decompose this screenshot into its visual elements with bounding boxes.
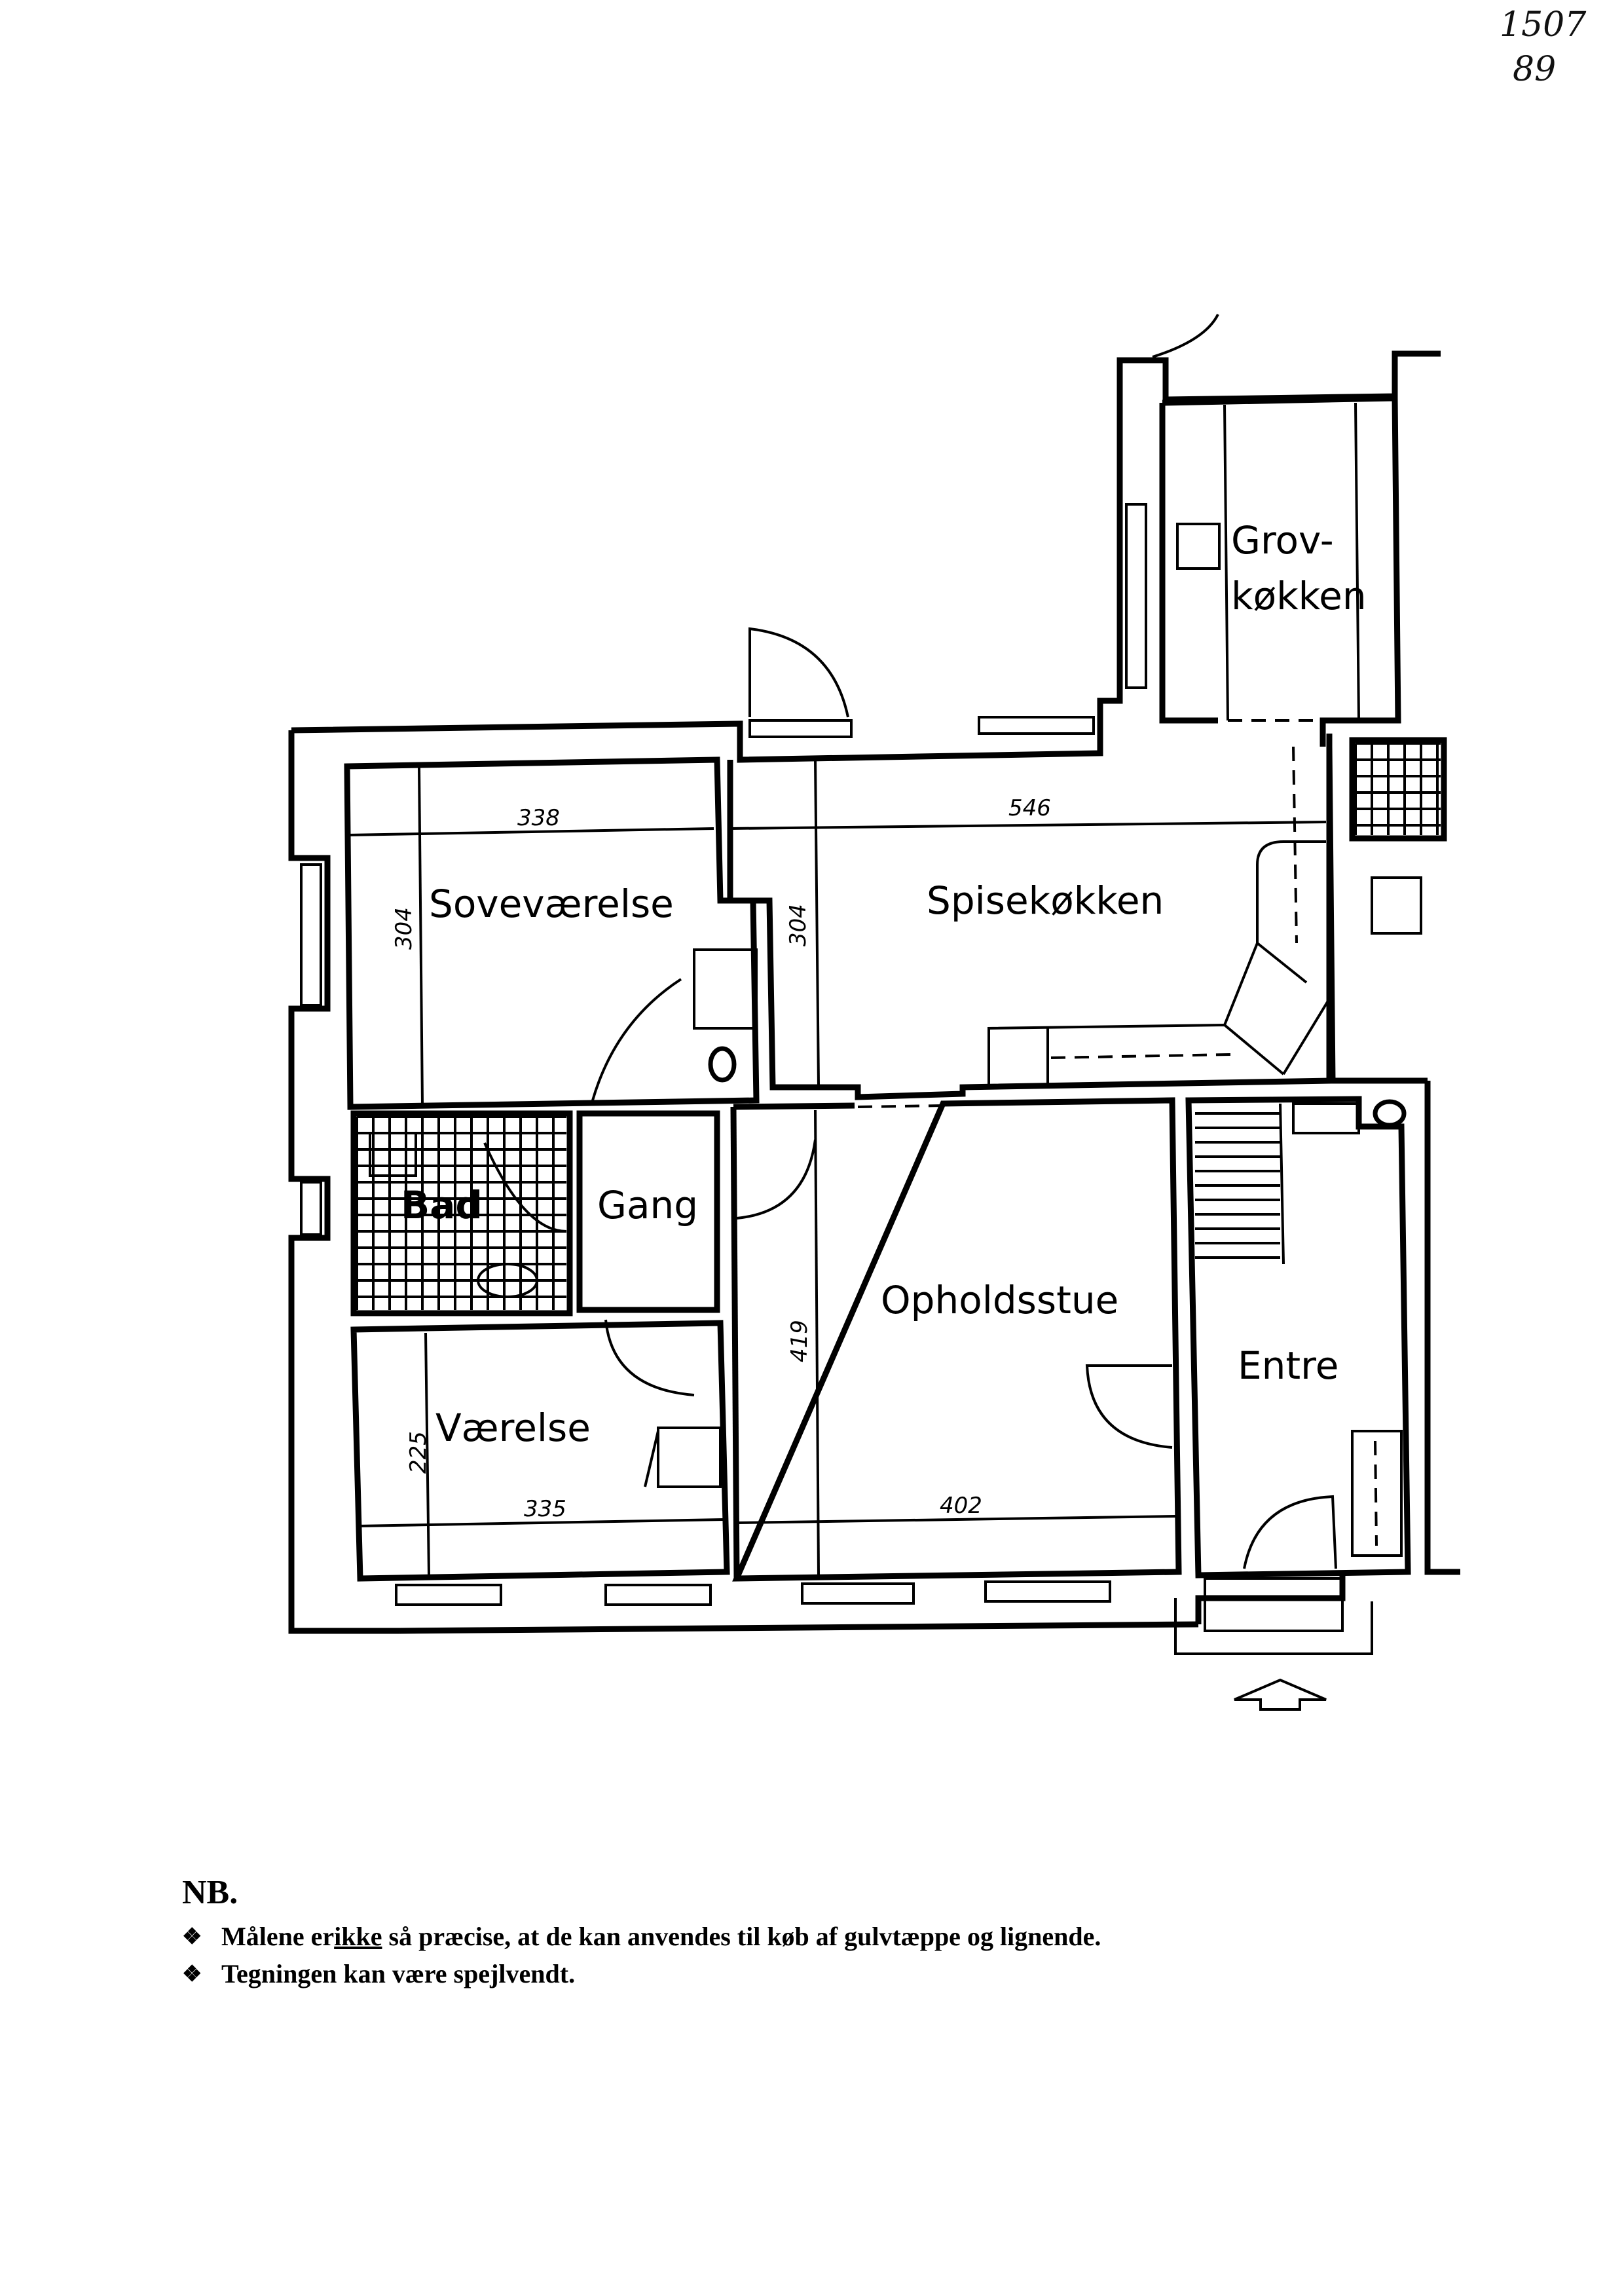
room-gang: Gang xyxy=(483,1110,720,1313)
room-label-gang: Gang xyxy=(597,1183,698,1227)
dim-vaerelse-depth: 225 xyxy=(405,1431,432,1474)
diamond-bullet-icon: ❖ xyxy=(182,1962,202,1987)
handwritten-number-2: 89 xyxy=(1513,50,1557,89)
note-1-text-before: Målene er xyxy=(221,1922,335,1951)
dim-opholdsstue-width: 402 xyxy=(940,1493,982,1519)
room-label-entre: Entre xyxy=(1238,1343,1338,1388)
room-bad: Bad xyxy=(350,1110,573,1316)
room-spisekokken: 546 304 Spisekøkken xyxy=(727,746,1336,1100)
windows xyxy=(300,503,1147,1606)
notes-section: NB. ❖ Målene er ikke så præcise, at de k… xyxy=(182,1873,1101,1996)
dim-opholdsstue-depth: 419 xyxy=(786,1320,813,1362)
room-label-grovkokken-line2: køkken xyxy=(1231,574,1367,618)
diamond-bullet-icon: ❖ xyxy=(182,1924,202,1949)
room-label-vaerelse: Værelse xyxy=(435,1406,591,1450)
chimney-left xyxy=(708,1046,737,1083)
room-vaerelse: 225 335 Værelse xyxy=(350,1319,730,1582)
note-item-1: ❖ Målene er ikke så præcise, at de kan a… xyxy=(182,1921,1101,1952)
dim-spisekokken-width: 546 xyxy=(1008,795,1051,821)
bathroom-right-tiles xyxy=(1354,742,1441,835)
dim-sovevaerelse-width: 338 xyxy=(517,805,560,831)
entrance-arrow-icon xyxy=(1234,1678,1327,1711)
handwritten-number-1: 1507 xyxy=(1500,5,1587,45)
room-label-spisekokken: Spisekøkken xyxy=(927,878,1164,923)
room-sovevaerelse: 338 304 Soveværelse xyxy=(344,756,760,1110)
notes-heading: NB. xyxy=(182,1874,238,1911)
dim-sovevaerelse-depth: 304 xyxy=(391,907,417,950)
note-2-text: Tegningen kan være spejlvendt. xyxy=(221,1959,576,1988)
room-label-opholdsstue: Opholdsstue xyxy=(881,1278,1118,1322)
room-grovkokken: Grov- køkken xyxy=(1152,314,1401,747)
staircase xyxy=(1195,1112,1280,1259)
note-1-emphasis: ikke xyxy=(334,1922,382,1951)
note-1-text-after: så præcise, at de kan anvendes til køb a… xyxy=(382,1922,1101,1951)
room-entre: Entre xyxy=(1185,1096,1411,1578)
room-label-sovevaerelse: Soveværelse xyxy=(429,882,674,926)
dim-spisekokken-depth: 304 xyxy=(785,904,811,946)
chimney-right xyxy=(1373,1099,1407,1128)
dim-vaerelse-width: 335 xyxy=(524,1496,566,1522)
bathroom-tiles xyxy=(356,1115,566,1310)
bathroom-right xyxy=(1349,737,1447,935)
entrance-steps xyxy=(1174,1577,1373,1655)
note-item-2: ❖ Tegningen kan være spejlvendt. xyxy=(182,1958,1101,1989)
door-spisekokken-top xyxy=(748,627,849,718)
room-label-bad: Bad xyxy=(401,1183,483,1227)
room-opholdsstue: 419 402 Opholdsstue xyxy=(730,1097,1182,1582)
room-label-grovkokken-line1: Grov- xyxy=(1231,518,1334,563)
